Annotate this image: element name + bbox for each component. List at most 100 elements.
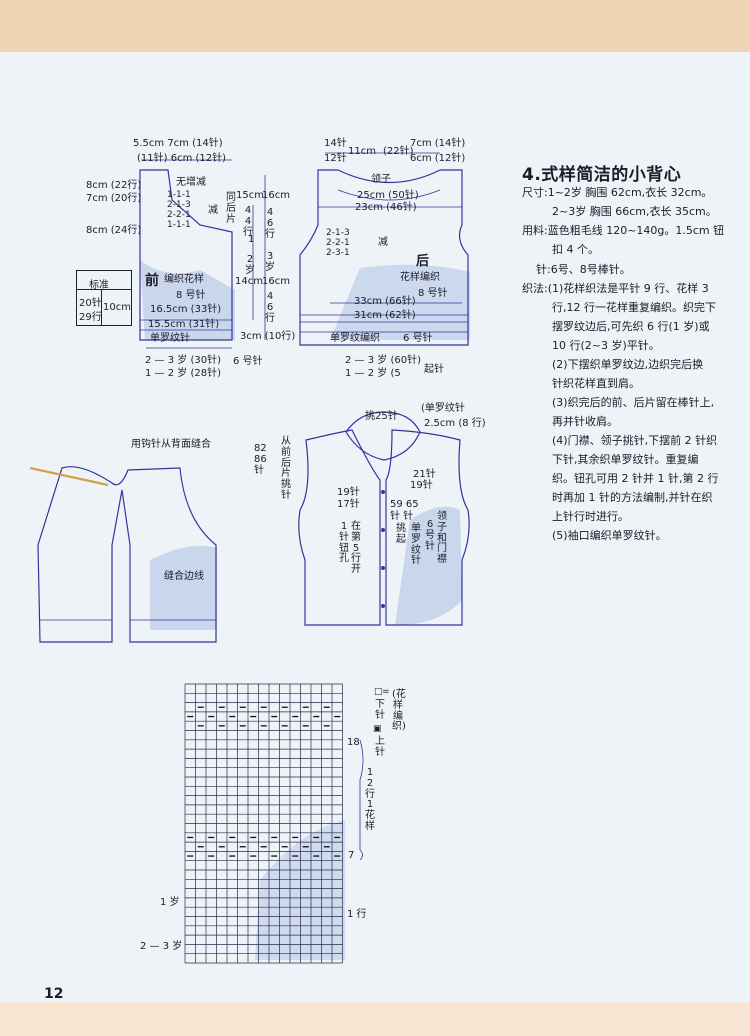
article-line: 下针,其余织单罗纹针。重复编 bbox=[552, 453, 699, 466]
front-no-change: 无增减 bbox=[176, 177, 206, 188]
article-line: 针织花样直到肩。 bbox=[552, 377, 640, 390]
back-w31: 31cm (62针) bbox=[354, 310, 416, 321]
back-top-f: 6cm (12针) bbox=[410, 153, 466, 164]
article-line: (5)袖口编织单罗纹针。 bbox=[552, 529, 667, 542]
front-ages-a: 2 — 3 岁 (30针) bbox=[145, 355, 221, 366]
back-ages-b: 1 — 2 岁 (5 bbox=[345, 368, 401, 379]
front-age-2: 2 岁 bbox=[245, 254, 255, 276]
article-line: 针:6号、8号棒针。 bbox=[536, 263, 631, 276]
back-w33: 33cm (66针) bbox=[354, 296, 416, 307]
finished-17: 17针 bbox=[337, 499, 360, 510]
front-dec-label: 减 bbox=[208, 205, 218, 216]
article-title: 4.式样简洁的小背心 bbox=[522, 165, 682, 185]
top-band bbox=[0, 0, 750, 52]
article-line: 用料:蓝色粗毛线 120~140g。1.5cm 钮 bbox=[522, 224, 725, 237]
front-15cm: 15cm bbox=[236, 190, 264, 201]
finished-pick: 挑起 bbox=[396, 523, 406, 545]
finished-59: 59 65 bbox=[390, 499, 419, 510]
page-number: 12 bbox=[44, 986, 64, 1002]
sheet bbox=[0, 52, 750, 1002]
front-v46-b: 46 行 bbox=[265, 291, 275, 324]
back-needle8: 8 号针 bbox=[418, 288, 448, 299]
finished-19b: 19针 bbox=[337, 487, 360, 498]
finished-21: 21针 bbox=[413, 469, 436, 480]
chart-purl-symbol: ▣ bbox=[373, 724, 382, 734]
chart-knit: 下针 bbox=[375, 699, 385, 721]
finished-at5: 在第5行开 bbox=[351, 521, 361, 576]
front-44-rows: 44 行 bbox=[243, 205, 253, 238]
finished-19a: 19针 bbox=[410, 480, 433, 491]
article-line: (4)门襟、领子挑针,下摆前 2 针织 bbox=[552, 434, 718, 447]
front-age-3: 3 岁 bbox=[265, 251, 275, 273]
front-rows-10: 3cm (10行) bbox=[240, 331, 296, 342]
finished-needle6: 6号针 bbox=[425, 519, 435, 552]
legend-rows: 29行 bbox=[79, 312, 102, 323]
finished-2-5cm: 2.5cm (8 行) bbox=[424, 418, 486, 429]
legend-size: 10cm bbox=[103, 302, 131, 313]
back-w25: 25cm (50针) bbox=[357, 190, 419, 201]
article-line: 10 行(2~3 岁)平针。 bbox=[552, 339, 660, 352]
article-line: 摆罗纹边后,可先织 6 行(1 岁)或 bbox=[552, 320, 710, 333]
legend-title: 标准 bbox=[89, 280, 109, 291]
article-line: 2~3岁 胸围 66cm,衣长 35cm。 bbox=[552, 205, 717, 218]
back-collar: 领子 bbox=[371, 174, 391, 185]
back-cast-on: 起针 bbox=[424, 364, 444, 375]
chart-r12: 12行1花样 bbox=[365, 767, 375, 832]
chart-knit-eq: = bbox=[382, 687, 390, 697]
front-rib: 单罗纹针 bbox=[150, 333, 190, 344]
article-line: 行,12 行一花样重复编织。织完下 bbox=[552, 301, 716, 314]
back-top-c: (22针) bbox=[383, 146, 414, 157]
chart-knit-symbol: □ bbox=[374, 687, 383, 697]
chart-legend-title: (花样编织) bbox=[392, 689, 406, 733]
front-side-a: 8cm (22行) bbox=[86, 180, 142, 191]
front-ages-b: 1 — 2 岁 (28针) bbox=[145, 368, 221, 379]
back-top-d: 7cm (14针) bbox=[410, 138, 466, 149]
front-side-b: 7cm (20行) bbox=[86, 193, 142, 204]
chart-purl: 上针 bbox=[375, 736, 385, 758]
back-ages-a: 2 — 3 岁 (60针) bbox=[345, 355, 421, 366]
article-line: 时再加 1 针的方法编制,并针在织 bbox=[552, 491, 713, 504]
legend-stitches: 20针 bbox=[79, 298, 102, 309]
chart-r7: 7 bbox=[348, 850, 355, 861]
front-16cm-b: 16cm bbox=[262, 276, 290, 287]
finished-left-a: 82 86 针 bbox=[254, 443, 267, 476]
back-dec-2: 2-2-1 bbox=[326, 238, 350, 248]
back-top-e: 12针 bbox=[324, 153, 347, 164]
front-shoulder-b: (11针) 6cm (12针) bbox=[137, 153, 227, 164]
front-side-c: 8cm (24行) bbox=[86, 225, 142, 236]
front-label: 前 bbox=[145, 273, 159, 289]
back-dec-1: 2-1-3 bbox=[326, 228, 350, 238]
finished-left-b: 从前后片挑针 bbox=[281, 436, 291, 501]
back-pattern: 花样编织 bbox=[400, 272, 440, 283]
back-top-a: 14针 bbox=[324, 138, 347, 149]
article-line: 织。钮孔可用 2 针并 1 针,第 2 行 bbox=[552, 472, 719, 485]
article-line: (2)下摆织单罗纹边,边织完后换 bbox=[552, 358, 704, 371]
article-line: 再并针收肩。 bbox=[552, 415, 618, 428]
front-needle6: 6 号针 bbox=[233, 356, 263, 367]
front-shoulder-a: 5.5cm 7cm (14针) bbox=[133, 138, 223, 149]
front-dec-4: 1-1-1 bbox=[167, 220, 191, 230]
chart-r1: 1 行 bbox=[347, 909, 367, 920]
assembly-edge: 缝合边线 bbox=[164, 571, 204, 582]
back-w23: 23cm (46针) bbox=[355, 202, 417, 213]
article-line: 尺寸:1~2岁 胸围 62cm,衣长 32cm。 bbox=[522, 186, 713, 199]
finished-pick25: 挑25针 bbox=[365, 411, 398, 422]
back-needle6: 6 号针 bbox=[403, 333, 433, 344]
finished-59b: 针 针 bbox=[390, 511, 414, 522]
assembly-note: 用钩针从背面缝合 bbox=[131, 439, 211, 450]
front-w1: 16.5cm (33针) bbox=[150, 304, 222, 315]
front-needle8: 8 号针 bbox=[176, 290, 206, 301]
front-one: 1 bbox=[248, 234, 255, 245]
article-line: 上针行时进行。 bbox=[552, 510, 629, 523]
finished-rib: (单罗纹针 bbox=[421, 403, 465, 414]
article-line: 织法:(1)花样织法是平针 9 行、花样 3 bbox=[522, 282, 709, 295]
back-top-b: 11cm bbox=[348, 146, 376, 157]
finished-hole: 1针钮孔 bbox=[339, 521, 349, 565]
article-line: 扣 4 个。 bbox=[552, 243, 599, 256]
finished-collar-vert: 领子和门襟 bbox=[437, 511, 447, 566]
front-same-as-back: 同后片 bbox=[226, 192, 236, 225]
chart-r18: 18 bbox=[347, 737, 360, 748]
front-16cm: 16cm bbox=[262, 190, 290, 201]
